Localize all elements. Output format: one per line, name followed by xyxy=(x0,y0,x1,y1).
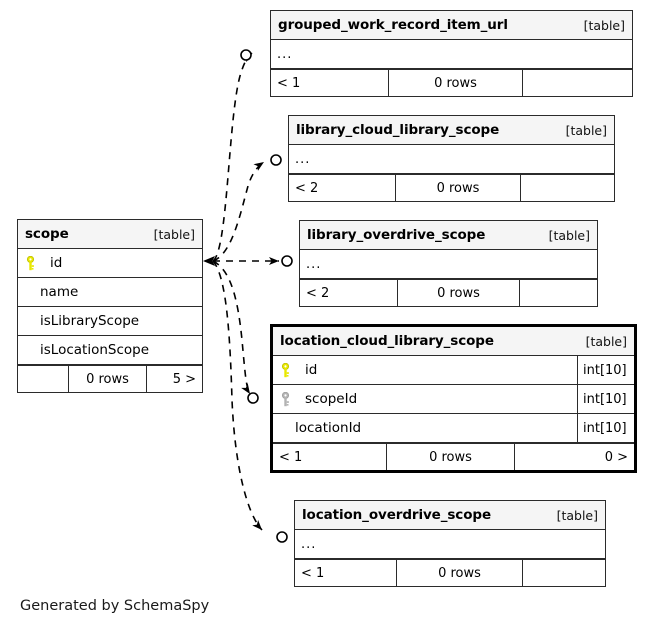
table-header[interactable]: grouped_work_record_item_url [table] xyxy=(271,11,632,40)
table-title: library_cloud_library_scope xyxy=(296,122,500,138)
table-node-library-overdrive-scope[interactable]: library_overdrive_scope [table] ... < 2 … xyxy=(299,220,598,307)
table-header[interactable]: location_overdrive_scope [table] xyxy=(295,501,605,530)
column-name: id xyxy=(50,255,63,271)
primary-key-icon xyxy=(273,362,297,378)
table-node-library-cloud-library-scope[interactable]: library_cloud_library_scope [table] ... … xyxy=(288,115,615,202)
table-node-location-cloud-library-scope[interactable]: location_cloud_library_scope [table] id … xyxy=(270,324,637,473)
edge-scope-to-location-overdrive-scope xyxy=(212,260,263,531)
column-row-locationid[interactable]: locationId int[10] xyxy=(273,414,634,443)
table-collapsed-columns-row[interactable]: ... xyxy=(289,145,614,174)
cardinality-zero-location-overdrive-scope xyxy=(276,531,288,543)
table-node-location-overdrive-scope[interactable]: location_overdrive_scope [table] ... < 1… xyxy=(294,500,606,587)
footer-parent-count[interactable]: < 2 xyxy=(295,180,319,196)
table-collapsed-columns-row[interactable]: ... xyxy=(295,530,605,559)
table-header[interactable]: location_cloud_library_scope [table] xyxy=(273,327,634,356)
table-kind-label: [table] xyxy=(585,333,627,349)
column-name: name xyxy=(40,284,79,300)
footer-parent-count[interactable]: < 2 xyxy=(306,285,330,301)
footer-child-count[interactable]: 5 > xyxy=(172,371,196,387)
cardinality-zero-location-cloud-library-scope xyxy=(247,392,259,404)
footer-parent-count[interactable]: < 1 xyxy=(301,565,325,581)
table-title: scope xyxy=(25,226,69,242)
edge-scope-to-grouped-work-record-item-url xyxy=(212,52,253,262)
table-title: grouped_work_record_item_url xyxy=(278,17,508,33)
footer-row-count: 0 rows xyxy=(396,560,523,586)
table-title: library_overdrive_scope xyxy=(307,227,486,243)
ellipsis-label: ... xyxy=(301,536,317,552)
footer-row-count: 0 rows xyxy=(397,280,520,306)
footer-child-count[interactable] xyxy=(521,175,614,201)
table-kind-label: [table] xyxy=(548,227,590,243)
column-type: int[10] xyxy=(577,385,634,413)
column-name: isLibraryScope xyxy=(40,313,140,329)
cardinality-zero-library-overdrive-scope xyxy=(281,255,293,267)
table-kind-label: [table] xyxy=(153,226,195,242)
column-row-islibraryscope[interactable]: isLibraryScope xyxy=(18,307,202,336)
column-type: int[10] xyxy=(577,356,634,384)
table-footer: < 2 0 rows xyxy=(300,279,597,306)
generated-by-caption: Generated by SchemaSpy xyxy=(20,598,210,614)
edge-scope-to-location-cloud-library-scope xyxy=(212,260,251,395)
edge-terminus-scope-id xyxy=(203,256,215,266)
table-header[interactable]: library_cloud_library_scope [table] xyxy=(289,116,614,145)
footer-parent-count[interactable]: < 1 xyxy=(277,75,301,91)
column-row-id[interactable]: id int[10] xyxy=(273,356,634,385)
table-collapsed-columns-row[interactable]: ... xyxy=(271,40,632,69)
footer-row-count: 0 rows xyxy=(68,366,147,392)
ellipsis-label: ... xyxy=(277,46,293,62)
footer-row-count: 0 rows xyxy=(395,175,521,201)
table-footer: < 2 0 rows xyxy=(289,174,614,201)
edge-scope-to-library-cloud-library-scope xyxy=(212,161,265,262)
column-name: locationId xyxy=(295,420,362,436)
footer-parent-count[interactable] xyxy=(18,366,68,392)
primary-key-icon xyxy=(18,255,42,271)
table-kind-label: [table] xyxy=(583,17,625,33)
ellipsis-label: ... xyxy=(295,151,311,167)
table-footer: < 1 0 rows 0 > xyxy=(273,443,634,470)
column-type: int[10] xyxy=(577,414,634,442)
column-row-scopeid[interactable]: scopeId int[10] xyxy=(273,385,634,414)
column-name: isLocationScope xyxy=(40,342,150,358)
foreign-key-icon xyxy=(273,391,297,407)
table-footer: < 1 0 rows xyxy=(295,559,605,586)
column-row-id[interactable]: id xyxy=(18,249,202,278)
table-footer: < 1 0 rows xyxy=(271,69,632,96)
ellipsis-label: ... xyxy=(306,256,322,272)
footer-row-count: 0 rows xyxy=(386,444,515,470)
column-row-name[interactable]: name xyxy=(18,278,202,307)
table-title: location_cloud_library_scope xyxy=(280,333,494,349)
table-footer: 0 rows 5 > xyxy=(18,365,202,392)
cardinality-zero-grouped-work-record-item-url xyxy=(240,49,252,61)
cardinality-zero-library-cloud-library-scope xyxy=(270,154,282,166)
table-node-scope[interactable]: scope [table] id name isLibraryScope xyxy=(17,219,203,393)
column-name: scopeId xyxy=(305,391,358,407)
table-collapsed-columns-row[interactable]: ... xyxy=(300,250,597,279)
footer-child-count[interactable] xyxy=(520,280,597,306)
footer-parent-count[interactable]: < 1 xyxy=(279,449,303,465)
footer-child-count[interactable] xyxy=(523,560,605,586)
column-row-islocationscope[interactable]: isLocationScope xyxy=(18,336,202,365)
footer-row-count: 0 rows xyxy=(388,70,523,96)
column-name: id xyxy=(305,362,318,378)
footer-child-count[interactable]: 0 > xyxy=(604,449,628,465)
table-kind-label: [table] xyxy=(565,122,607,138)
table-header[interactable]: scope [table] xyxy=(18,220,202,249)
table-header[interactable]: library_overdrive_scope [table] xyxy=(300,221,597,250)
footer-child-count[interactable] xyxy=(523,70,632,96)
table-title: location_overdrive_scope xyxy=(302,507,492,523)
table-kind-label: [table] xyxy=(556,507,598,523)
table-node-grouped-work-record-item-url[interactable]: grouped_work_record_item_url [table] ...… xyxy=(270,10,633,97)
